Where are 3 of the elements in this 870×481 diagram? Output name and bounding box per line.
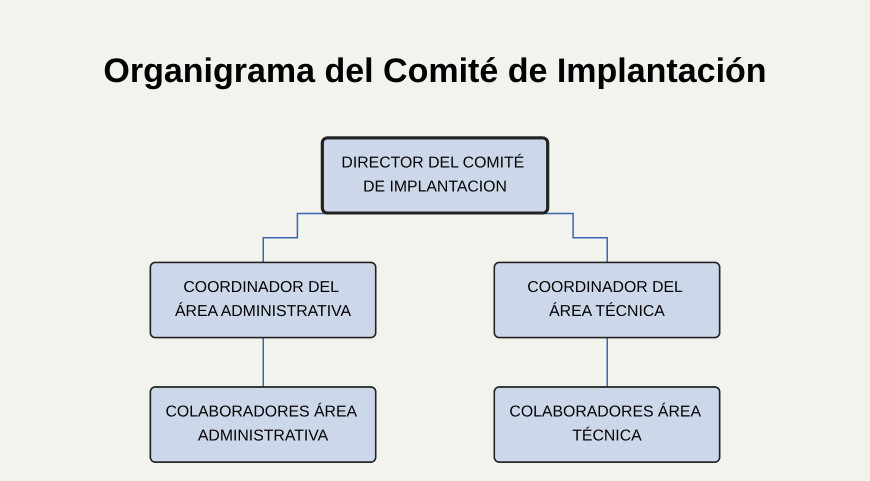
diagram-title: Organigrama del Comité de Implantación bbox=[102, 52, 768, 91]
connector bbox=[606, 337, 608, 388]
connector bbox=[262, 337, 264, 388]
